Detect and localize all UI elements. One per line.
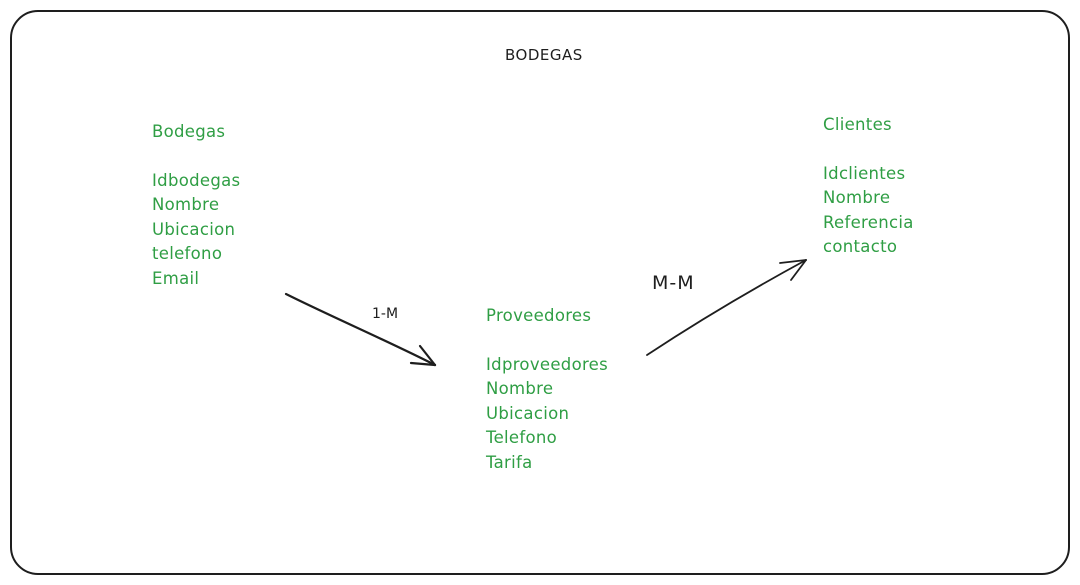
- entity-fields: Idbodegas Nombre Ubicacion telefono Emai…: [152, 169, 240, 292]
- entity-clientes: Clientes Idclientes Nombre Referencia co…: [823, 113, 914, 260]
- relation-label-1-m: 1-M: [372, 306, 399, 322]
- entity-field: Nombre: [823, 188, 891, 208]
- entity-field: Tarifa: [486, 452, 533, 472]
- entity-field: telefono: [152, 244, 223, 264]
- entity-field: Ubicacion: [486, 403, 570, 423]
- entity-proveedores: Proveedores Idproveedores Nombre Ubicaci…: [486, 304, 608, 476]
- entity-fields: Idproveedores Nombre Ubicacion Telefono …: [486, 353, 608, 476]
- entity-bodegas: Bodegas Idbodegas Nombre Ubicacion telef…: [152, 120, 240, 292]
- diagram-frame: [10, 10, 1070, 575]
- entity-name: Clientes: [823, 115, 892, 134]
- entity-field: Idproveedores: [486, 354, 609, 374]
- relation-label-m-m: M-M: [652, 272, 695, 294]
- entity-name: Bodegas: [152, 122, 226, 141]
- entity-field: Nombre: [152, 195, 220, 215]
- entity-field: Telefono: [486, 428, 558, 448]
- entity-name: Proveedores: [486, 306, 592, 325]
- diagram-title: BODEGAS: [505, 46, 583, 64]
- entity-field: Email: [152, 268, 200, 288]
- entity-field: Referencia: [823, 212, 914, 232]
- entity-fields: Idclientes Nombre Referencia contacto: [823, 162, 914, 260]
- arrow-proveedores-to-clientes: [646, 259, 807, 356]
- entity-field: Idbodegas: [152, 170, 241, 190]
- entity-field: Idclientes: [823, 163, 906, 183]
- arrow-bodegas-to-proveedores: [284, 292, 437, 367]
- entity-field: Ubicacion: [152, 219, 236, 239]
- entity-field: Nombre: [486, 379, 554, 399]
- entity-field: contacto: [823, 237, 898, 257]
